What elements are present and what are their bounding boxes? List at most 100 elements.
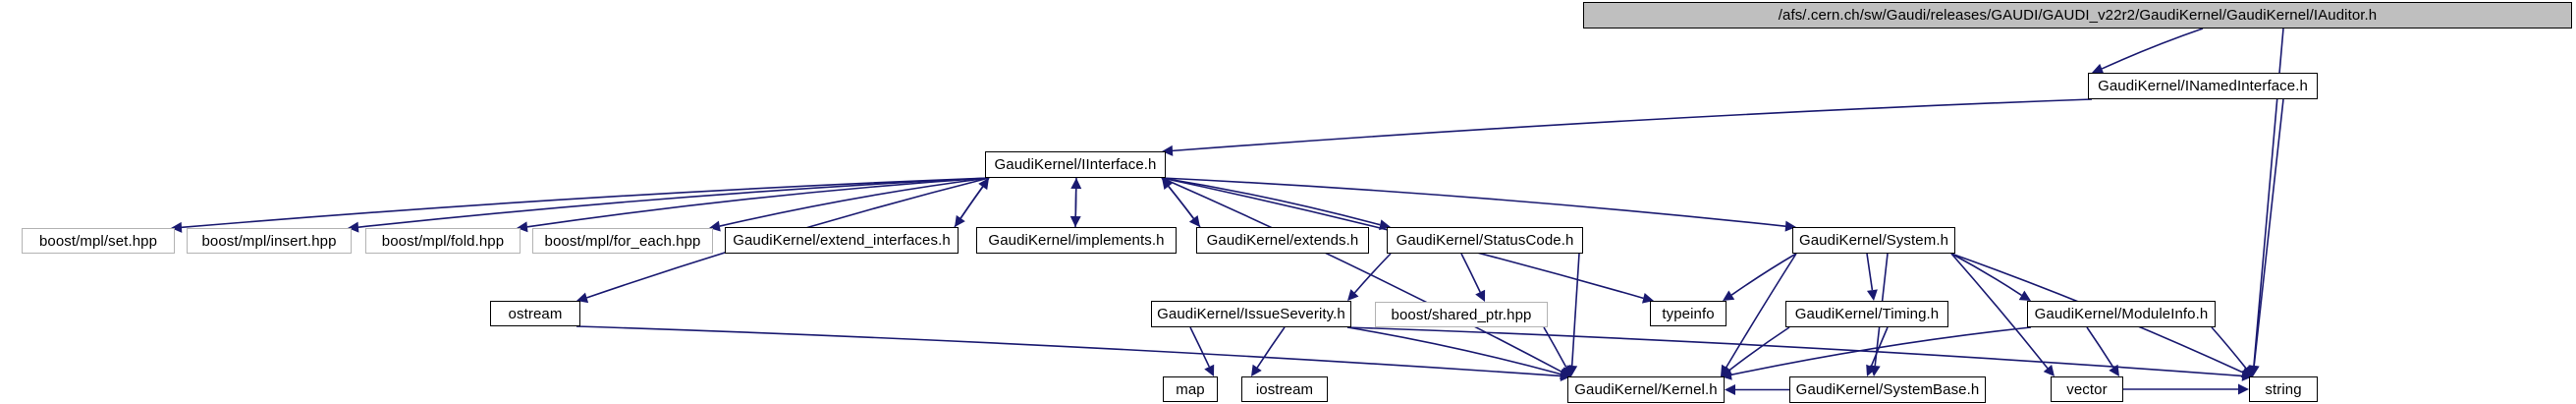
graph-node-implements[interactable]: GaudiKernel/implements.h	[976, 227, 1177, 254]
graph-node-typeinfo[interactable]: typeinfo	[1650, 301, 1726, 326]
graph-node-mpl_for_each[interactable]: boost/mpl/for_each.hpp	[532, 228, 713, 254]
graph-edge-arrowhead	[1723, 290, 1735, 301]
graph-edge-arrowhead	[1784, 220, 1796, 232]
graph-node-label: GaudiKernel/SystemBase.h	[1795, 381, 1980, 398]
graph-edge-arrowhead	[1866, 289, 1878, 301]
graph-node-label: boost/shared_ptr.hpp	[1391, 306, 1532, 323]
graph-node-label: GaudiKernel/Kernel.h	[1574, 381, 1718, 398]
graph-node-iauditor[interactable]: /afs/.cern.ch/sw/Gaudi/releases/GAUDI/GA…	[1583, 2, 2572, 29]
graph-edge-moduleinfo-to-vector	[2086, 326, 2114, 369]
graph-edge-arrowhead	[576, 292, 589, 304]
graph-edge-arrowhead	[2109, 364, 2119, 376]
graph-node-mpl_fold[interactable]: boost/mpl/fold.hpp	[365, 228, 521, 254]
graph-node-label: boost/mpl/insert.hpp	[201, 232, 337, 250]
graph-edge-iauditor-to-string	[2253, 28, 2284, 367]
graph-edge-arrowhead	[1721, 369, 1732, 380]
graph-node-label: GaudiKernel/System.h	[1798, 232, 1949, 249]
graph-edge-arrowhead	[1475, 289, 1486, 302]
graph-node-label: GaudiKernel/implements.h	[988, 232, 1165, 249]
graph-edge-issueseverity-to-kernel	[1346, 326, 1562, 375]
graph-edge-arrowhead	[978, 178, 989, 191]
graph-node-label: ostream	[508, 305, 563, 322]
graph-node-label: boost/mpl/fold.hpp	[381, 232, 505, 250]
graph-edge-arrowhead	[517, 221, 528, 233]
graph-node-label: GaudiKernel/IssueSeverity.h	[1157, 306, 1345, 322]
graph-edge-iinterface-to-mpl_fold	[526, 177, 990, 228]
graph-node-moduleinfo[interactable]: GaudiKernel/ModuleInfo.h	[2027, 301, 2216, 327]
graph-edge-iinterface-to-kernel	[1161, 177, 1562, 373]
graph-node-map[interactable]: map	[1163, 376, 1218, 402]
graph-node-mpl_set[interactable]: boost/mpl/set.hpp	[22, 228, 175, 254]
graph-node-systembase[interactable]: GaudiKernel/SystemBase.h	[1789, 376, 1986, 403]
graph-edge-iinterface-to-statuscode	[1161, 177, 1381, 226]
graph-edge-iinterface-to-mpl_for_each	[719, 177, 990, 227]
graph-edge-system-to-kernel	[1726, 253, 1797, 369]
graph-edge-issueseverity-to-string	[1346, 326, 2243, 377]
graph-edge-arrowhead	[1347, 289, 1359, 301]
graph-node-label: iostream	[1255, 380, 1314, 398]
graph-node-label: GaudiKernel/extends.h	[1206, 232, 1359, 249]
graph-edge-arrowhead	[2241, 365, 2253, 376]
graph-node-ostream[interactable]: ostream	[490, 301, 580, 326]
graph-node-label: map	[1176, 380, 1205, 398]
graph-edge-issueseverity-to-iostream	[1256, 326, 1286, 369]
graph-node-label: GaudiKernel/ModuleInfo.h	[2034, 306, 2209, 322]
graph-edge-ostream-to-kernel	[575, 325, 1562, 377]
graph-edge-arrowhead	[2092, 63, 2105, 75]
graph-edge-arrowhead	[171, 221, 183, 233]
graph-edge-arrowhead	[348, 221, 359, 233]
graph-edge-arrowhead	[1162, 178, 1174, 191]
graph-edge-iauditor-to-inamedinterface	[2101, 28, 2204, 70]
graph-edge-moduleinfo-to-kernel	[1730, 326, 2032, 376]
graph-node-label: boost/mpl/for_each.hpp	[544, 232, 701, 250]
graph-node-kernel[interactable]: GaudiKernel/Kernel.h	[1567, 376, 1725, 403]
graph-node-iostream[interactable]: iostream	[1241, 376, 1328, 402]
graph-edge-iinterface-to-mpl_insert	[357, 177, 990, 228]
graph-node-mpl_insert[interactable]: boost/mpl/insert.hpp	[187, 228, 352, 254]
graph-edge-issueseverity-to-map	[1189, 326, 1210, 368]
graph-node-string[interactable]: string	[2249, 376, 2318, 402]
graph-edge-arrowhead	[1070, 178, 1082, 190]
graph-edge-extend_interfaces-to-iinterface	[954, 186, 984, 228]
graph-node-label: GaudiKernel/INamedInterface.h	[2098, 78, 2308, 94]
edges-group	[171, 28, 2284, 395]
graph-node-label: GaudiKernel/StatusCode.h	[1396, 232, 1574, 249]
graph-node-extend_interfaces[interactable]: GaudiKernel/extend_interfaces.h	[725, 227, 959, 254]
graph-edge-system-to-timing	[1866, 253, 1874, 291]
graph-node-shared_ptr[interactable]: boost/shared_ptr.hpp	[1375, 302, 1548, 327]
graph-node-label: typeinfo	[1662, 305, 1715, 322]
graph-node-system[interactable]: GaudiKernel/System.h	[1792, 227, 1955, 254]
graph-edge-statuscode-to-issueseverity	[1353, 253, 1392, 294]
graph-node-iinterface[interactable]: GaudiKernel/IInterface.h	[985, 151, 1166, 178]
graph-edge-statuscode-to-kernel	[1570, 253, 1580, 367]
graph-edge-arrowhead	[2248, 365, 2260, 376]
graph-node-extends[interactable]: GaudiKernel/extends.h	[1196, 227, 1369, 254]
graph-node-timing[interactable]: GaudiKernel/Timing.h	[1785, 301, 1948, 327]
graph-node-statuscode[interactable]: GaudiKernel/StatusCode.h	[1387, 227, 1583, 254]
graph-node-label: GaudiKernel/extend_interfaces.h	[733, 232, 951, 249]
graph-node-label: /afs/.cern.ch/sw/Gaudi/releases/GAUDI/GA…	[1778, 7, 2378, 24]
graph-edge-arrowhead	[1561, 364, 1571, 376]
graph-edge-arrowhead	[2238, 383, 2249, 395]
graph-edge-arrowhead	[1866, 364, 1877, 376]
graph-edge-arrowhead	[1725, 384, 1735, 395]
graph-node-label: GaudiKernel/IInterface.h	[994, 156, 1157, 173]
graph-node-vector[interactable]: vector	[2051, 376, 2123, 402]
graph-edge-arrowhead	[1560, 370, 1571, 381]
graph-node-label: vector	[2066, 380, 2108, 398]
graph-edge-moduleinfo-to-string	[2211, 326, 2247, 370]
graph-node-inamedinterface[interactable]: GaudiKernel/INamedInterface.h	[2088, 73, 2318, 99]
graph-node-issueseverity[interactable]: GaudiKernel/IssueSeverity.h	[1151, 301, 1351, 327]
graph-edge-system-to-typeinfo	[1730, 253, 1797, 296]
graph-edge-arrowhead	[1204, 364, 1215, 376]
graph-edge-arrowhead	[1162, 144, 1174, 156]
graph-edge-statuscode-to-shared_ptr	[1460, 253, 1481, 293]
graph-edge-implements-to-iinterface	[1074, 188, 1077, 228]
graph-edge-arrowhead	[2018, 290, 2031, 301]
graph-edge-extends-to-iinterface	[1168, 186, 1201, 228]
graph-edge-timing-to-systembase	[1870, 326, 1889, 368]
graph-node-label: GaudiKernel/Timing.h	[1794, 306, 1940, 322]
graph-edge-timing-to-kernel	[1728, 326, 1790, 372]
